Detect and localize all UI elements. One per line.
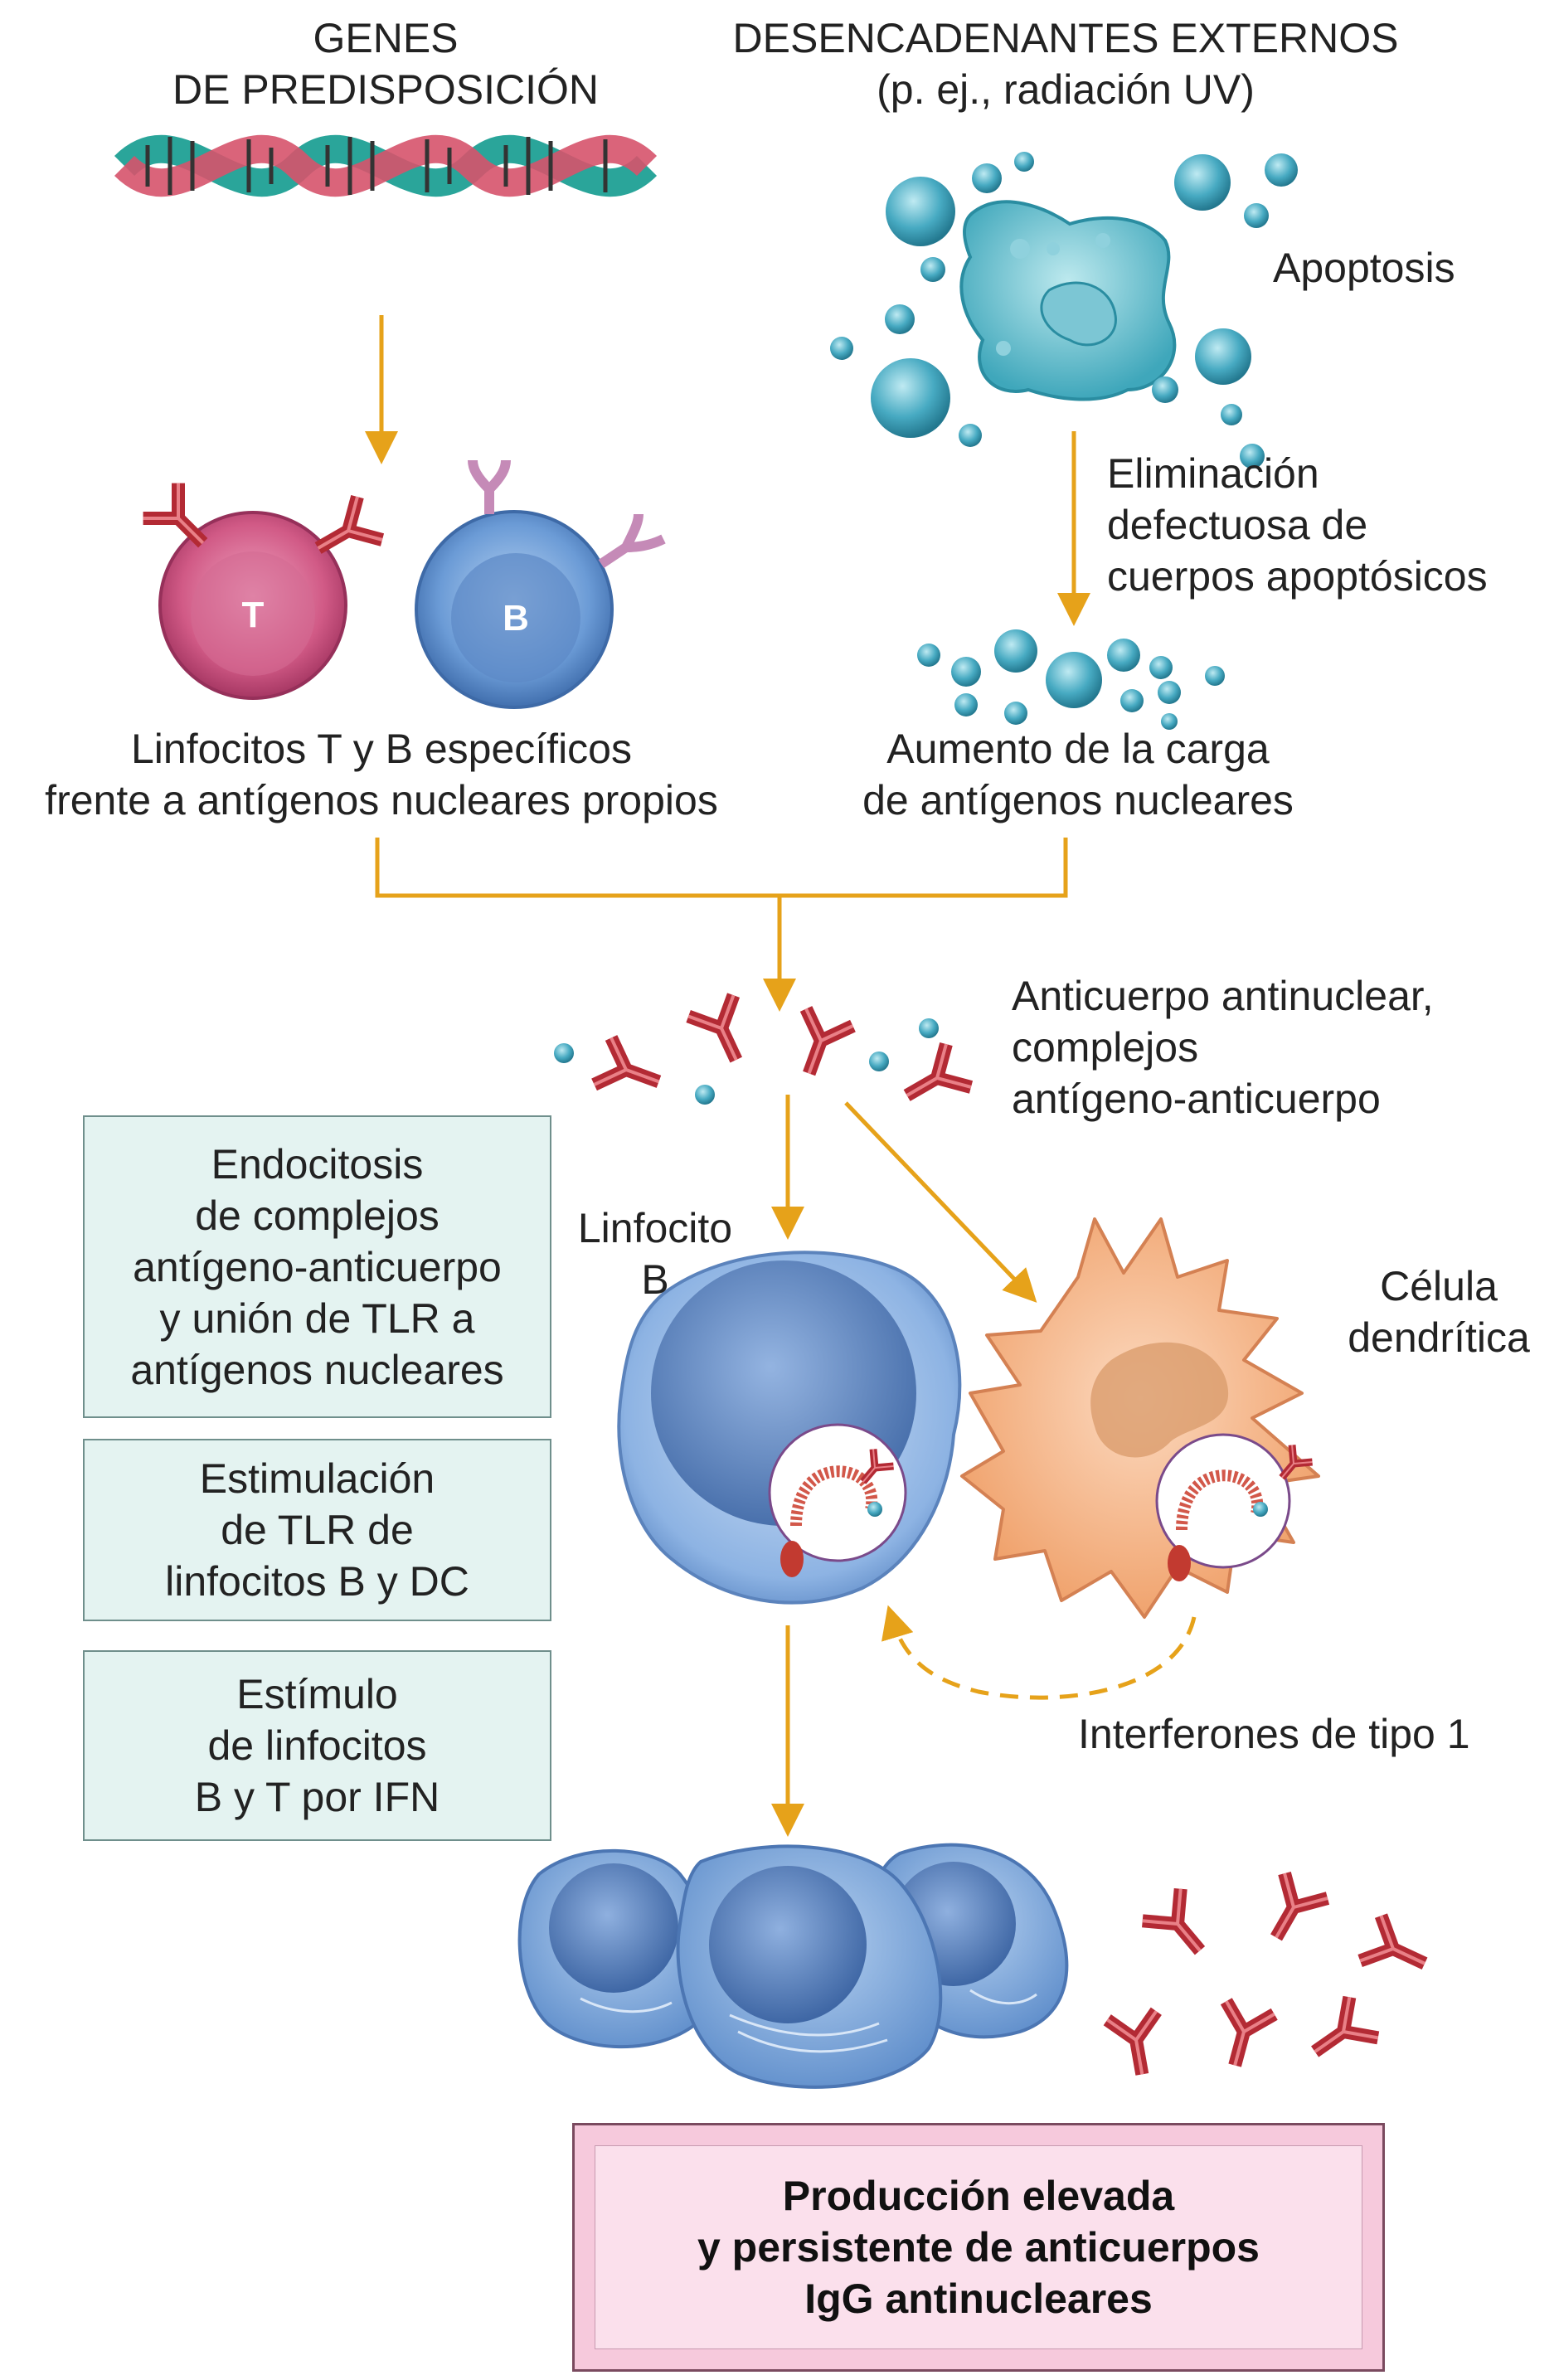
interferon-dashed-arrow [881, 1605, 1197, 1700]
apoptotic-cell-icon [830, 152, 1298, 469]
merge-connector [375, 838, 1068, 1012]
triggers-title: DESENCADENANTES EXTERNOS(p. ej., radiaci… [732, 15, 1399, 113]
dna-helix-icon [114, 134, 658, 197]
interferons-label: Interferones de tipo 1 [1078, 1711, 1470, 1757]
secreted-antibodies-icon [1107, 1873, 1435, 2079]
nuclear-antigens-icon [917, 629, 1225, 730]
b-lymphocyte-large-icon [617, 1251, 962, 1605]
b-lymphocyte-icon: B [415, 459, 666, 709]
dendritic-cell-icon [960, 1217, 1320, 1619]
plasma-cells-icon [517, 1843, 1069, 2089]
arrow-to-dendritic-cell [844, 1101, 1037, 1303]
t-lymphocyte-icon: T [143, 483, 382, 700]
apoptosis-label: Apoptosis [1273, 245, 1455, 291]
t-cell-label: T [242, 595, 265, 635]
antibody-complexes-icon [554, 995, 971, 1117]
b-cell-label: B [503, 598, 529, 639]
